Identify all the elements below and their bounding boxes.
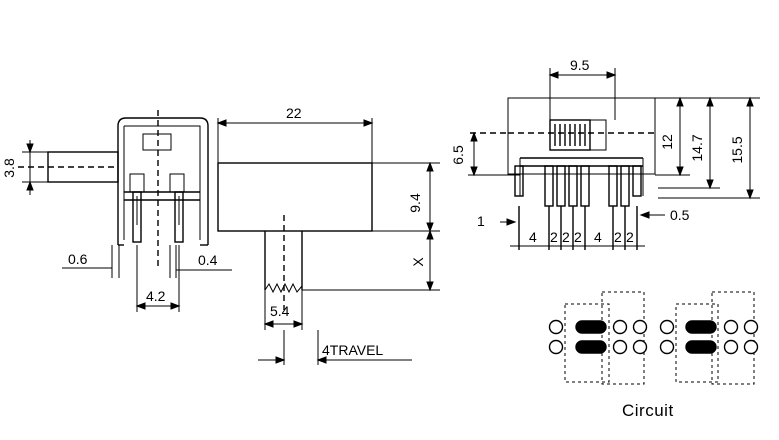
dim-1: 1 bbox=[477, 213, 485, 229]
dim-15-5: 15.5 bbox=[729, 136, 745, 163]
front-knob bbox=[264, 231, 303, 290]
terminal-circle bbox=[548, 339, 564, 355]
dim-0-6: 0.6 bbox=[68, 251, 88, 267]
terminal-view: 9.5 6.5 12 14.7 15.5 1 0.5 bbox=[450, 57, 760, 250]
dim-space-3: 2 bbox=[562, 229, 570, 245]
dim-x: X bbox=[410, 257, 426, 267]
side-housing bbox=[117, 117, 209, 245]
contact-bar bbox=[685, 320, 717, 334]
contact-bar bbox=[575, 320, 607, 334]
dim-14-7: 14.7 bbox=[689, 134, 705, 161]
terminal-circle bbox=[632, 319, 648, 335]
terminal-circle bbox=[659, 319, 675, 335]
terminal-circle bbox=[723, 319, 739, 335]
terminal-pins bbox=[514, 165, 642, 207]
dim-4-2: 4.2 bbox=[146, 288, 166, 304]
circuit-caption: Circuit bbox=[622, 401, 674, 420]
dim-9-4: 9.4 bbox=[407, 193, 423, 213]
dim-space-2: 2 bbox=[550, 229, 558, 245]
contact-bar bbox=[685, 340, 717, 354]
dim-6-5: 6.5 bbox=[450, 145, 466, 165]
terminal-circle bbox=[548, 319, 564, 335]
side-pin-right bbox=[174, 191, 184, 243]
front-view: 22 9.4 X 5.4 4TRAVEL bbox=[216, 105, 440, 365]
dim-5-4: 5.4 bbox=[270, 303, 290, 319]
dim-0-5: 0.5 bbox=[670, 207, 690, 223]
contact-bar bbox=[575, 340, 607, 354]
terminal-circle bbox=[723, 339, 739, 355]
terminal-circle bbox=[659, 339, 675, 355]
dim-space-4: 2 bbox=[574, 229, 582, 245]
dim-space-7: 2 bbox=[626, 229, 634, 245]
dim-12: 12 bbox=[659, 134, 675, 150]
travel-label: 4TRAVEL bbox=[322, 342, 383, 358]
terminal-circle bbox=[612, 339, 628, 355]
dim-22: 22 bbox=[286, 105, 302, 121]
terminal-circle bbox=[743, 339, 759, 355]
front-body bbox=[217, 162, 373, 232]
terminal-circle bbox=[612, 319, 628, 335]
terminal-circle bbox=[743, 319, 759, 335]
terminal-circle bbox=[632, 339, 648, 355]
dim-3-8: 3.8 bbox=[1, 158, 17, 178]
dim-0-4: 0.4 bbox=[198, 252, 218, 268]
circuit-diagram: Circuit bbox=[548, 291, 759, 420]
dim-9-5: 9.5 bbox=[570, 57, 590, 73]
side-pin-left bbox=[132, 191, 142, 243]
side-view: 3.8 0.6 0.4 4.2 bbox=[1, 110, 232, 312]
dim-space-6: 2 bbox=[614, 229, 622, 245]
dim-space-1: 4 bbox=[529, 229, 537, 245]
dim-space-5: 4 bbox=[594, 229, 602, 245]
